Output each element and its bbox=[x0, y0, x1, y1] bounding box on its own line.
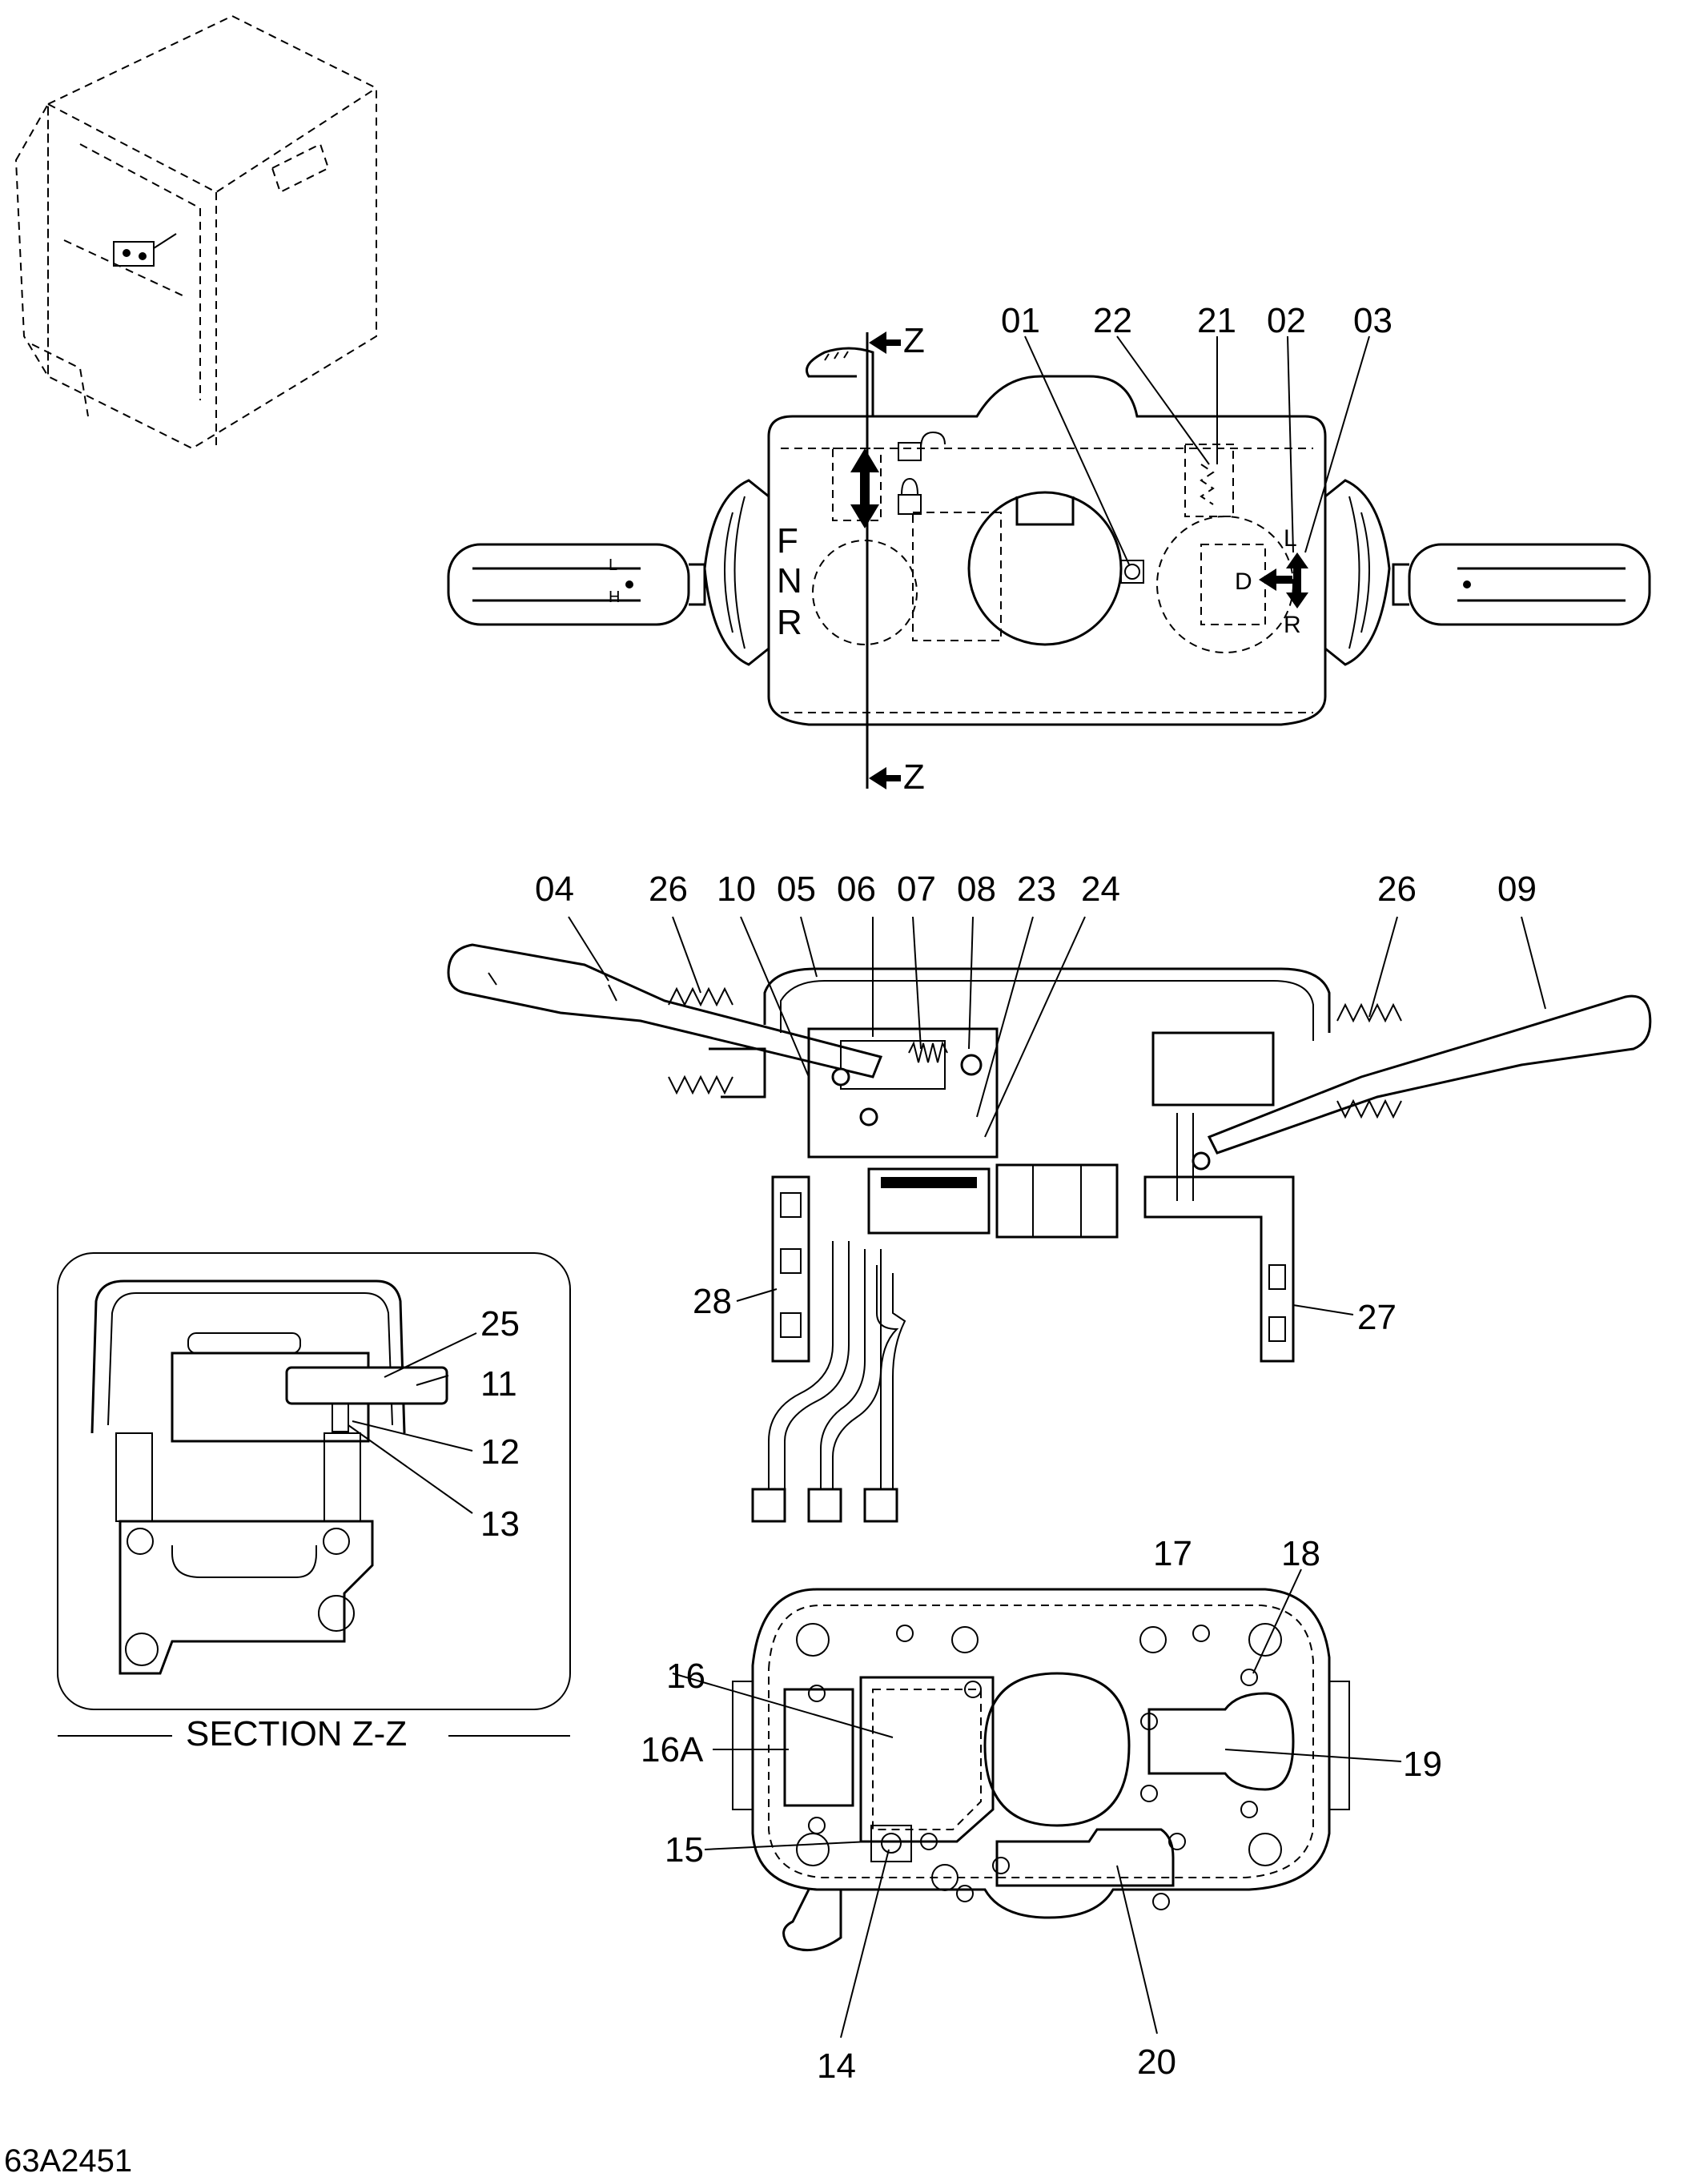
callout-labels: 01 22 21 02 03 Z Z F N R L D R L H 04 26… bbox=[4, 301, 1537, 2179]
unlock-icon bbox=[898, 431, 946, 461]
cab-locator-view bbox=[14, 14, 377, 450]
callout-01: 01 bbox=[1001, 301, 1040, 340]
callout-28: 28 bbox=[693, 1282, 732, 1321]
callout-12: 12 bbox=[480, 1432, 520, 1472]
callout-26-right: 26 bbox=[1377, 870, 1417, 909]
callout-26-left: 26 bbox=[649, 870, 688, 909]
shift-label-f: F bbox=[777, 521, 798, 560]
callout-18: 18 bbox=[1281, 1534, 1320, 1573]
callout-05: 05 bbox=[777, 870, 816, 909]
callout-16: 16 bbox=[666, 1657, 705, 1696]
callout-16a: 16A bbox=[641, 1730, 704, 1769]
callout-13: 13 bbox=[480, 1504, 520, 1544]
section-z-z-inset bbox=[57, 1252, 571, 1710]
direction-label-d: D bbox=[1235, 568, 1252, 595]
callout-27: 27 bbox=[1357, 1298, 1397, 1337]
lock-icon bbox=[898, 477, 922, 515]
callout-25: 25 bbox=[480, 1304, 520, 1344]
callout-03: 03 bbox=[1353, 301, 1393, 340]
callout-09: 09 bbox=[1497, 870, 1537, 909]
callout-15: 15 bbox=[665, 1830, 704, 1870]
lever-mark-h: H bbox=[609, 588, 620, 606]
shift-label-n: N bbox=[777, 561, 802, 600]
bottom-view-switch bbox=[732, 1588, 1350, 1952]
callout-24: 24 bbox=[1081, 870, 1120, 909]
callout-19: 19 bbox=[1403, 1745, 1442, 1784]
direction-label-r: R bbox=[1284, 612, 1301, 638]
document-code: 63A2451 bbox=[4, 2143, 132, 2179]
section-title: SECTION Z-Z bbox=[186, 1714, 407, 1753]
screw-heads bbox=[796, 1623, 1282, 1910]
top-view-switch bbox=[447, 331, 1651, 789]
leader-lines bbox=[348, 335, 1546, 2038]
callout-21: 21 bbox=[1197, 301, 1236, 340]
shift-label-r: R bbox=[777, 603, 802, 642]
callout-17: 17 bbox=[1153, 1534, 1192, 1573]
callout-10: 10 bbox=[717, 870, 756, 909]
direction-label-l: L bbox=[1284, 525, 1297, 552]
callout-04: 04 bbox=[535, 870, 574, 909]
callout-22: 22 bbox=[1093, 301, 1132, 340]
side-section-view bbox=[447, 943, 1652, 1523]
callout-08: 08 bbox=[957, 870, 996, 909]
callout-14: 14 bbox=[817, 2046, 856, 2086]
callout-02: 02 bbox=[1267, 301, 1306, 340]
callout-23: 23 bbox=[1017, 870, 1056, 909]
callout-07: 07 bbox=[897, 870, 936, 909]
section-marker-bottom: Z bbox=[903, 757, 925, 797]
section-marker-top: Z bbox=[903, 321, 925, 360]
callout-20: 20 bbox=[1137, 2042, 1176, 2082]
lever-mark-l: L bbox=[609, 556, 617, 574]
callout-06: 06 bbox=[837, 870, 876, 909]
callout-11: 11 bbox=[480, 1364, 517, 1404]
